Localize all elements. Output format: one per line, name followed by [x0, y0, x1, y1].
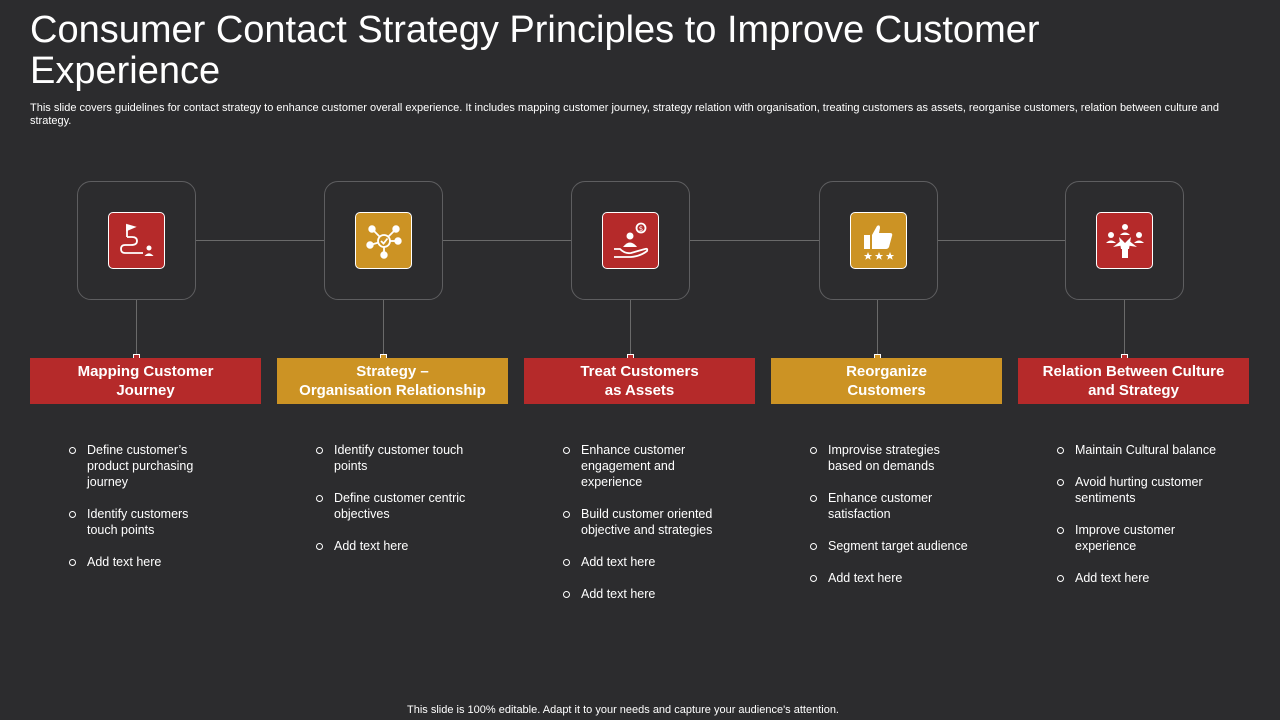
icon-frame-1 — [77, 181, 196, 300]
step-bullets-3: Enhance customer engagement and experien… — [563, 442, 723, 618]
slide-title: Consumer Contact Strategy Principles to … — [30, 9, 1040, 92]
list-item: Add text here — [316, 538, 466, 554]
step-bullets-5: Maintain Cultural balance Avoid hurting … — [1057, 442, 1227, 602]
connector-line — [690, 240, 819, 241]
icon-frame-2 — [324, 181, 443, 300]
thumbs-up-stars-icon — [863, 224, 894, 260]
network-check-icon — [365, 224, 402, 259]
connector-line — [443, 240, 571, 241]
team-hands-icon — [1105, 223, 1144, 258]
svg-text:$: $ — [638, 225, 642, 233]
step-bullets-1: Define customer’s product purchasing jou… — [69, 442, 219, 586]
vertical-connector — [1124, 300, 1125, 357]
list-item: Avoid hurting customer sentiments — [1057, 474, 1227, 506]
list-item: Define customer’s product purchasing jou… — [69, 442, 219, 490]
list-item: Add text here — [69, 554, 219, 570]
vertical-connector — [630, 300, 631, 357]
list-item: Enhance customer satisfaction — [810, 490, 970, 522]
list-item: Improvise strategies based on demands — [810, 442, 970, 474]
icon-box-2 — [355, 212, 412, 269]
list-item: Add text here — [810, 570, 970, 586]
vertical-connector — [877, 300, 878, 357]
vertical-connector — [136, 300, 137, 357]
list-item: Add text here — [563, 586, 723, 602]
icon-box-5 — [1096, 212, 1153, 269]
icon-box-1 — [108, 212, 165, 269]
list-item: Segment target audience — [810, 538, 970, 554]
slide-footer: This slide is 100% editable. Adapt it to… — [407, 704, 839, 716]
vertical-connector — [383, 300, 384, 357]
list-item: Identify customer touch points — [316, 442, 466, 474]
step-bullets-2: Identify customer touch points Define cu… — [316, 442, 466, 570]
list-item: Add text here — [1057, 570, 1227, 586]
hand-customer-dollar-icon: $ — [613, 222, 648, 258]
connector-line — [196, 240, 324, 241]
list-item: Enhance customer engagement and experien… — [563, 442, 723, 490]
icon-frame-4 — [819, 181, 938, 300]
list-item: Add text here — [563, 554, 723, 570]
list-item: Improve customer experience — [1057, 522, 1227, 554]
icon-frame-5 — [1065, 181, 1184, 300]
icon-frame-3 — [571, 181, 690, 300]
journey-map-icon — [119, 223, 153, 256]
list-item: Identify customers touch points — [69, 506, 219, 538]
step-bullets-4: Improvise strategies based on demands En… — [810, 442, 970, 602]
step-heading-2: Strategy –Organisation Relationship — [277, 358, 508, 404]
icon-box-3: $ — [602, 212, 659, 269]
list-item: Define customer centric objectives — [316, 490, 466, 522]
connector-line — [937, 240, 1065, 241]
list-item: Maintain Cultural balance — [1057, 442, 1227, 458]
slide-subtitle: This slide covers guidelines for contact… — [30, 102, 1220, 127]
list-item: Build customer oriented objective and st… — [563, 506, 723, 538]
icon-box-4 — [850, 212, 907, 269]
